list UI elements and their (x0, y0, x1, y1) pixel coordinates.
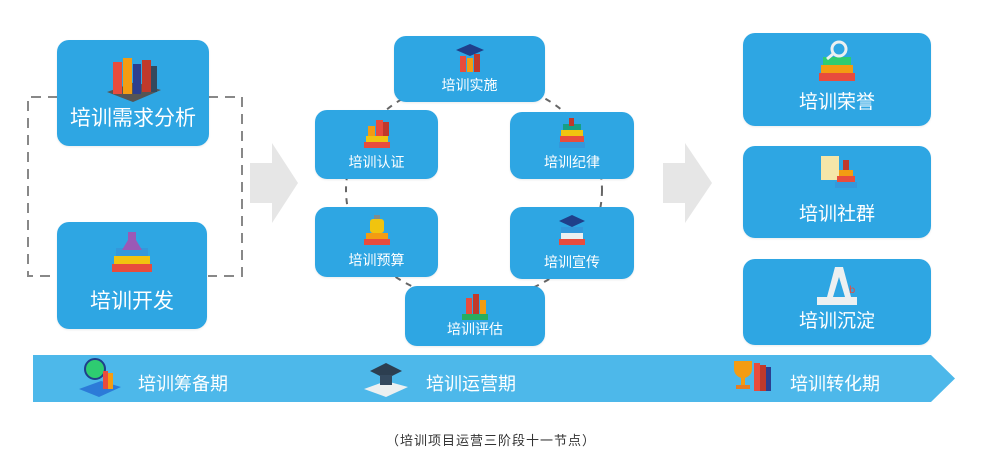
magnifier-books-icon (819, 40, 855, 81)
node-budget: 培训预算 (315, 207, 438, 277)
svg-text:b: b (849, 285, 855, 296)
graduation-cap-icon (364, 363, 408, 397)
node-label: 培训实施 (441, 78, 498, 94)
node-label: 培训评估 (447, 322, 503, 338)
stage2-dashed-ring (345, 79, 603, 301)
timeline-banner (33, 355, 955, 402)
chart-books-icon (462, 294, 488, 320)
node-label: 培训需求分析 (70, 106, 196, 130)
stage1-dashed-bracket-right (208, 96, 243, 277)
books-icon (107, 58, 161, 102)
node-publicity: 培训宣传 (510, 207, 634, 279)
figure-caption: （培训项目运营三阶段十一节点） (385, 434, 596, 449)
letter-a-icon: b (817, 267, 857, 305)
globe-books-icon (79, 358, 121, 397)
stage1-dashed-bracket (27, 96, 58, 277)
node-label: 培训预算 (348, 253, 405, 269)
node-label: 培训社群 (798, 203, 875, 225)
node-honor: 培训荣誉 (743, 33, 931, 126)
cap-books-icon (559, 215, 585, 245)
node-implementation: 培训实施 (394, 36, 545, 102)
node-label: 培训纪律 (544, 155, 600, 171)
node-discipline: 培训纪律 (510, 112, 634, 179)
node-label: 培训开发 (90, 289, 174, 313)
node-needs-analysis: 培训需求分析 (57, 40, 209, 146)
books-stack-icon (559, 118, 585, 148)
flask-books-icon (112, 232, 152, 272)
node-label: 培训荣誉 (798, 91, 875, 113)
node-label: 培训宣传 (544, 255, 600, 271)
timeline-operation-label: 培训运营期 (426, 374, 516, 395)
node-label: 培训认证 (348, 155, 405, 171)
node-certification: 培训认证 (315, 110, 438, 179)
stage-arrow-1 (250, 143, 298, 223)
node-community: 培训社群 (743, 146, 931, 238)
trophy-books-icon (734, 361, 771, 391)
backpack-books-icon (363, 215, 390, 245)
node-label: 培训沉淀 (798, 310, 875, 332)
stage-arrow-2 (663, 143, 712, 223)
node-evaluation: 培训评估 (405, 286, 545, 346)
trophy-books-icon (363, 120, 390, 148)
timeline-prep-label: 培训筹备期 (138, 374, 228, 395)
node-deposit: b 培训沉淀 (743, 259, 931, 345)
notebook-books-icon (821, 156, 857, 188)
node-development: 培训开发 (57, 222, 207, 329)
graduation-cap-icon (455, 44, 484, 72)
timeline-transform-label: 培训转化期 (790, 374, 880, 395)
